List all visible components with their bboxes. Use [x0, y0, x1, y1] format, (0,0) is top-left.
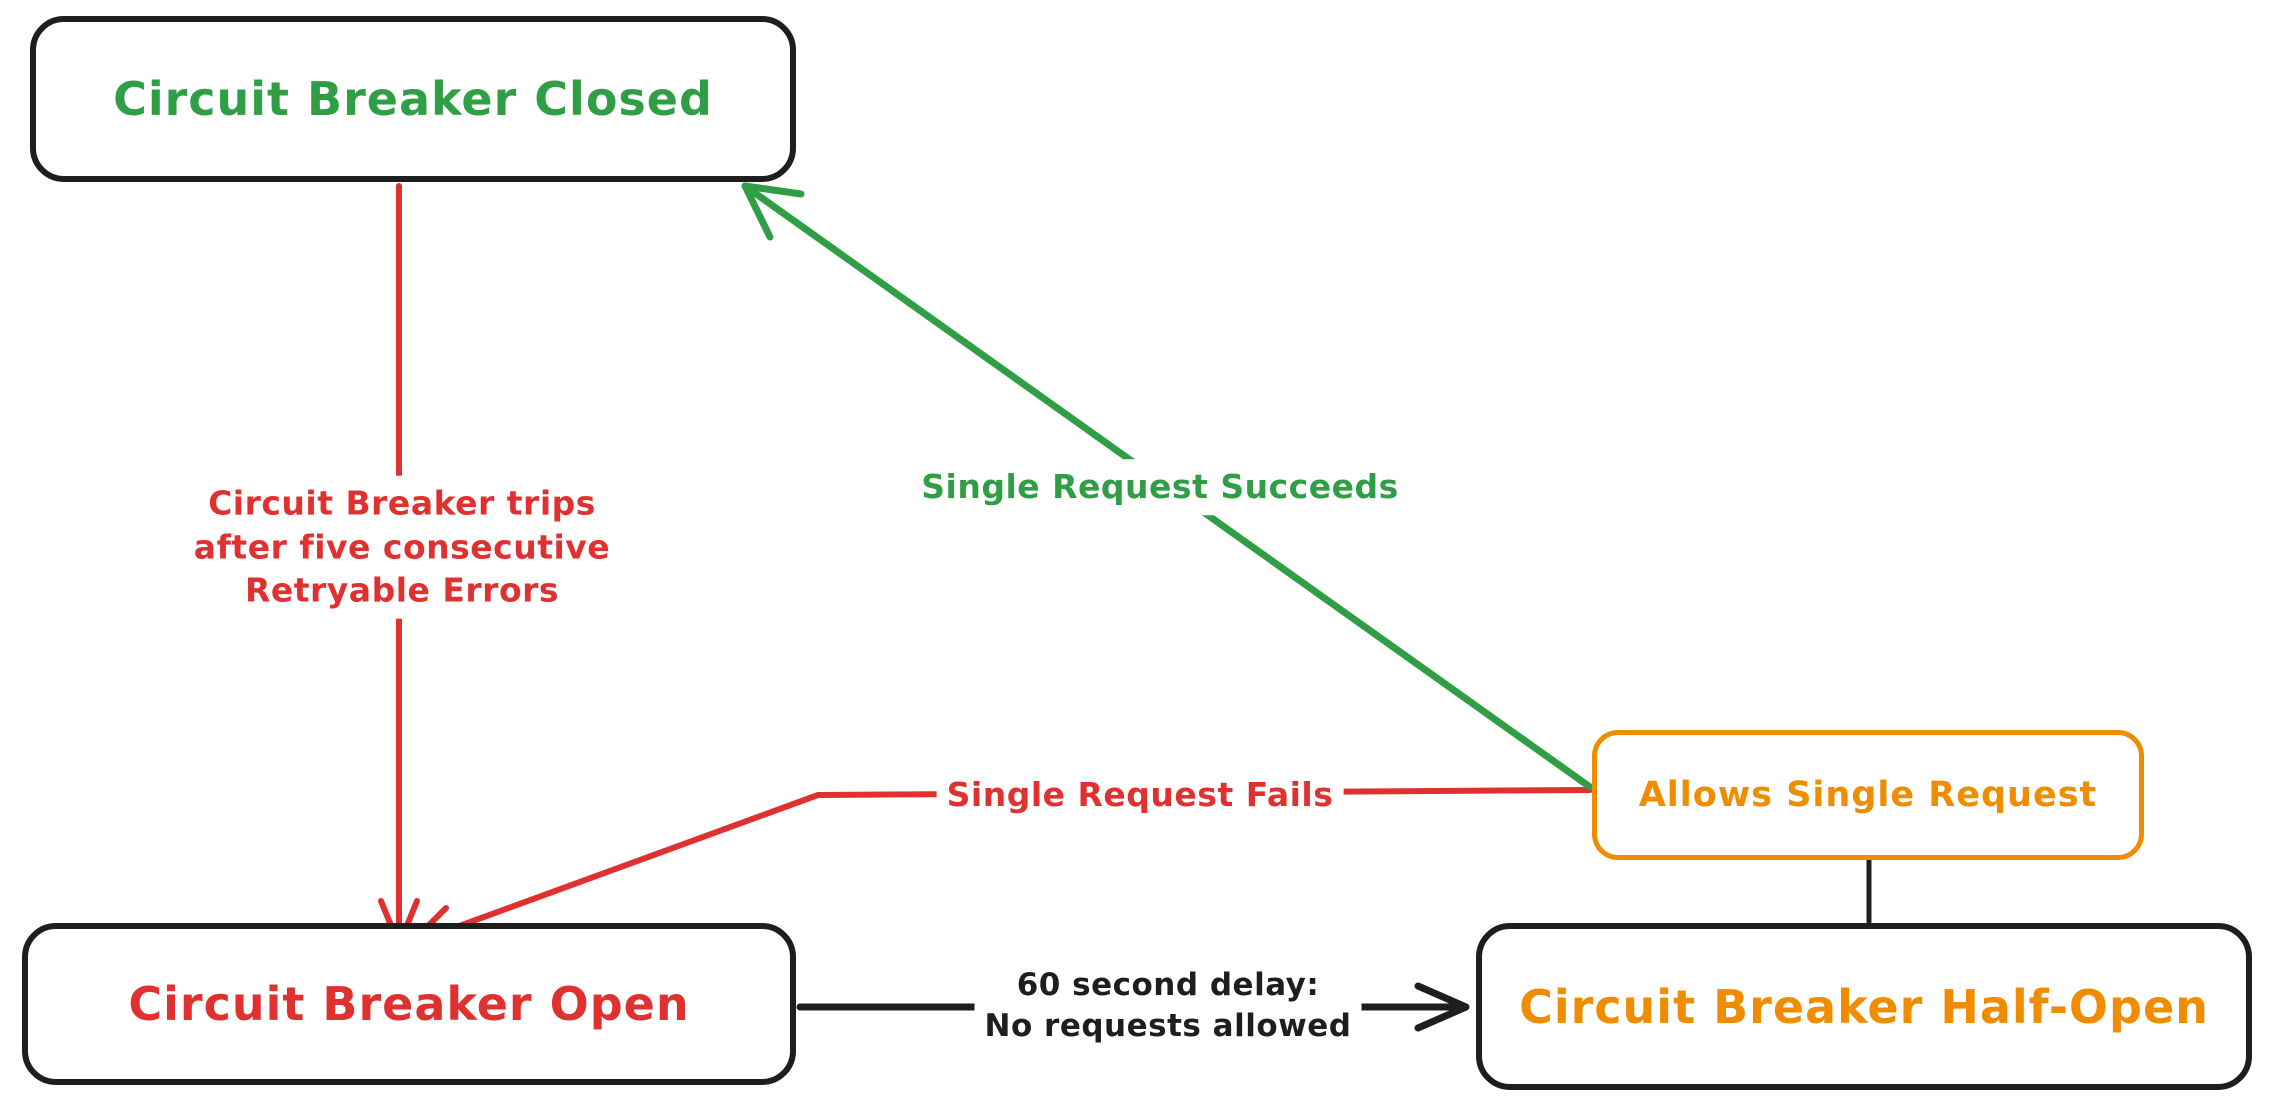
succeeds-arrowhead — [741, 182, 805, 241]
edge-label-line: Retryable Errors — [244, 570, 560, 610]
state-node-circuit-breaker-closed: Circuit Breaker Closed — [30, 16, 796, 182]
edge-label-60-second-delay: 60 second delay: No requests allowed — [974, 959, 1362, 1053]
edge-label-line: 60 second delay: — [1016, 967, 1320, 1004]
edge-label-single-request-fails: Single Request Fails — [936, 767, 1344, 823]
edge-label-line: Single Request Fails — [946, 775, 1334, 815]
state-node-circuit-breaker-half-open: Circuit Breaker Half-Open — [1476, 923, 2252, 1090]
edge-label-line: Circuit Breaker trips — [208, 483, 596, 523]
edge-label-line: Single Request Succeeds — [921, 467, 1399, 507]
node-label: Allows Single Request — [1638, 775, 2098, 815]
edge-label-line: No requests allowed — [984, 1008, 1352, 1044]
edge-label-single-request-succeeds: Single Request Succeeds — [911, 459, 1409, 515]
state-node-circuit-breaker-open: Circuit Breaker Open — [22, 923, 796, 1085]
node-allows-single-request: Allows Single Request — [1592, 730, 2144, 860]
edge-label-line: after five consecutive — [193, 527, 611, 567]
edge-label-trip: Circuit Breaker trips after five consecu… — [183, 475, 621, 619]
delay-arrowhead — [1414, 982, 1470, 1032]
state-node-label: Circuit Breaker Closed — [113, 72, 713, 126]
state-node-label: Circuit Breaker Open — [128, 977, 690, 1031]
state-node-label: Circuit Breaker Half-Open — [1519, 979, 2209, 1034]
